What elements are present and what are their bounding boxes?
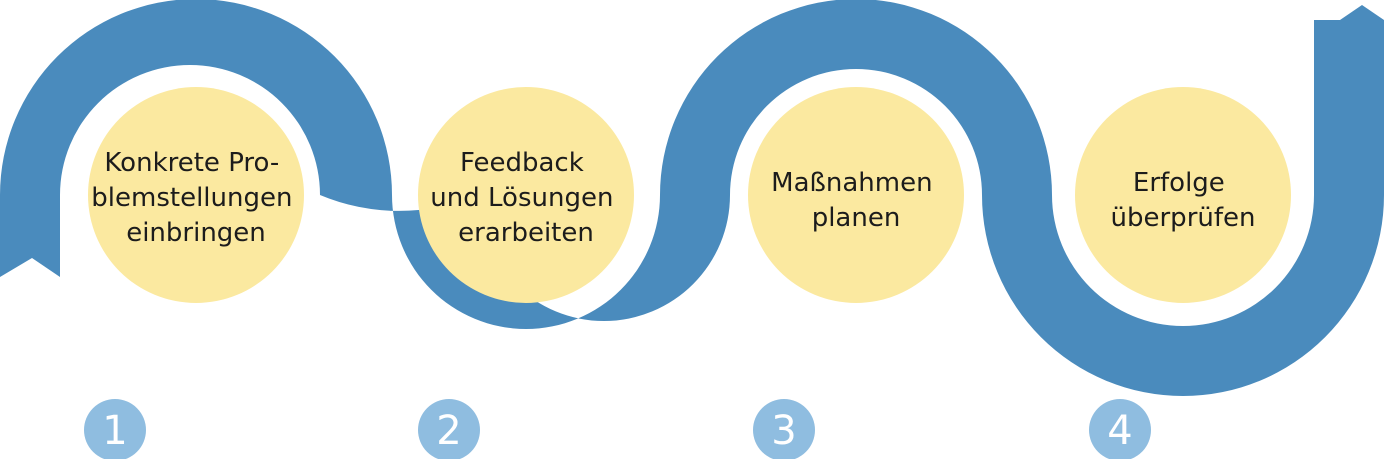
wave-ribbon	[0, 0, 1384, 396]
step-2-line-2: und Lösungen	[430, 183, 613, 213]
step-3-number-circle	[753, 399, 815, 459]
step-2-line-1: Feedback	[460, 148, 584, 178]
step-1-label: Konkrete Pro- blemstellungen einbringen	[91, 148, 300, 248]
step-1-line-3: einbringen	[126, 218, 266, 248]
step-3-number: 3	[771, 408, 796, 454]
step-4-number: 4	[1107, 408, 1132, 454]
step-4-label: Erfolge überprüfen	[1111, 168, 1256, 233]
step-3-line-1: Maßnahmen	[771, 168, 932, 198]
step-4-number-circle	[1089, 399, 1151, 459]
step-1-circle	[88, 87, 304, 303]
step-1-number: 1	[102, 408, 127, 454]
step-2-label: Feedback und Lösungen erarbeiten	[430, 148, 621, 248]
step-2-line-3: erarbeiten	[458, 218, 594, 248]
step-4-line-2: überprüfen	[1111, 203, 1256, 233]
step-1-line-2: blemstellungen	[91, 183, 292, 213]
step-3-circle	[748, 87, 964, 303]
step-2-number-circle	[418, 399, 480, 459]
step-2-circle	[418, 87, 634, 303]
step-3-label: Maßnahmen planen	[771, 168, 941, 233]
step-2-number: 2	[436, 408, 461, 454]
step-3-line-2: planen	[812, 203, 901, 233]
step-1-number-circle	[84, 399, 146, 459]
step-1-line-1: Konkrete Pro-	[104, 148, 279, 178]
step-4-circle	[1075, 87, 1291, 303]
step-4-line-1: Erfolge	[1133, 168, 1225, 198]
